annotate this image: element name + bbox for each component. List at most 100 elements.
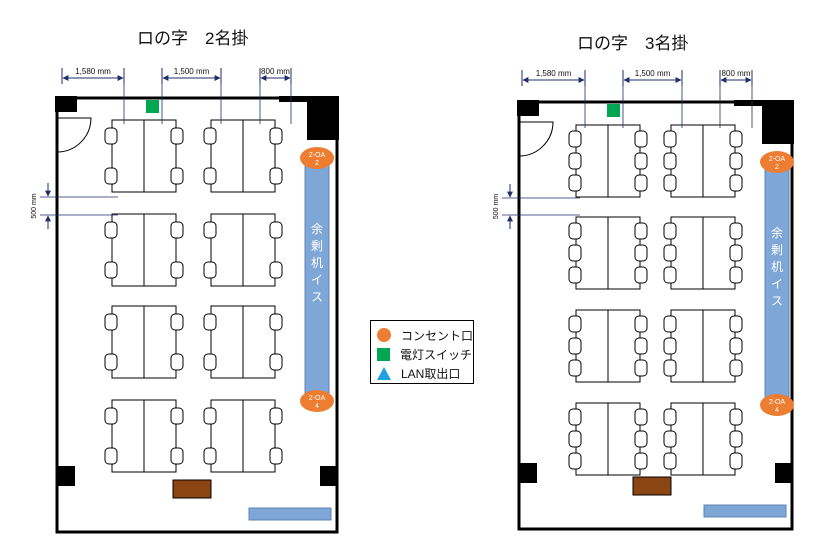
- plan-title-right: ロの字 3名掛: [577, 34, 689, 53]
- chair: [203, 167, 217, 185]
- chair: [568, 130, 582, 148]
- table-group: [104, 213, 184, 287]
- dimension-label: 500 mm: [493, 194, 500, 219]
- chair: [729, 266, 743, 284]
- outlet-marker: [760, 151, 794, 173]
- table-group: [568, 309, 648, 383]
- chair: [104, 261, 118, 279]
- chair: [729, 244, 743, 262]
- chair: [203, 127, 217, 145]
- chair: [663, 430, 677, 448]
- legend-item-outlet: コンセント口: [377, 326, 473, 344]
- chair: [269, 407, 283, 425]
- chair: [104, 447, 118, 465]
- chair: [203, 313, 217, 331]
- table-group: [568, 124, 648, 198]
- door-swing: [518, 121, 554, 157]
- dimension-label: 1,580 mm: [75, 67, 111, 76]
- column-block: [519, 463, 537, 483]
- circle-icon: [377, 328, 391, 342]
- legend-label-outlet: コンセント口: [401, 328, 474, 343]
- chair: [729, 337, 743, 355]
- dimension: 800 mm: [259, 67, 292, 84]
- chair: [568, 244, 582, 262]
- chair: [663, 452, 677, 470]
- chair: [634, 408, 648, 426]
- chair: [170, 167, 184, 185]
- chair: [634, 244, 648, 262]
- dimension-vertical: 500 mm: [493, 184, 580, 229]
- chair: [634, 130, 648, 148]
- chair: [104, 313, 118, 331]
- column-block: [775, 463, 792, 483]
- chair: [269, 167, 283, 185]
- chair: [663, 337, 677, 355]
- chair: [269, 447, 283, 465]
- dimension-label: 1,500 mm: [635, 69, 671, 78]
- chair: [269, 353, 283, 371]
- chair: [104, 407, 118, 425]
- outlet-label: 2: [775, 164, 779, 171]
- chair: [729, 408, 743, 426]
- triangle-icon: [377, 366, 391, 380]
- chair: [104, 353, 118, 371]
- chair: [568, 266, 582, 284]
- outlet-label: 2-OA: [309, 395, 326, 402]
- chair: [568, 430, 582, 448]
- column-block: [320, 466, 337, 486]
- dimension-vertical: 500 mm: [31, 183, 118, 229]
- chair: [729, 222, 743, 240]
- power-outlet: 2-OA4: [300, 390, 334, 412]
- chair: [663, 408, 677, 426]
- square-icon: [377, 347, 390, 361]
- chair: [663, 152, 677, 170]
- spare-desk-bottom: [703, 504, 787, 518]
- chair: [568, 408, 582, 426]
- chair: [634, 359, 648, 377]
- outlet-label: 2-OA: [769, 156, 786, 163]
- spare-desk: [764, 168, 790, 402]
- table-group: [568, 402, 648, 476]
- spare-label-char: 剰: [311, 239, 323, 253]
- podium: [172, 479, 212, 499]
- chair: [269, 313, 283, 331]
- chair: [203, 407, 217, 425]
- dimension: 1,500 mm: [622, 69, 683, 86]
- chair: [663, 244, 677, 262]
- plan-title-left: ロの字 2名掛: [137, 29, 249, 48]
- outlet-marker: [300, 390, 334, 412]
- chair: [104, 127, 118, 145]
- table-group: [203, 119, 283, 193]
- chair: [568, 315, 582, 333]
- spare-label-char: 机: [311, 256, 323, 270]
- chair: [104, 221, 118, 239]
- legend-item-lan: LAN取出口: [377, 364, 460, 382]
- chair: [729, 359, 743, 377]
- chair: [729, 130, 743, 148]
- chair: [634, 266, 648, 284]
- table-group: [663, 216, 743, 290]
- chair: [568, 222, 582, 240]
- dimension-label: 800 mm: [722, 69, 751, 78]
- outlet-marker: [300, 147, 334, 169]
- table-group: [104, 399, 184, 473]
- chair: [568, 152, 582, 170]
- table-group: [203, 399, 283, 473]
- chair: [729, 315, 743, 333]
- chair: [634, 152, 648, 170]
- table-group: [663, 309, 743, 383]
- table-group: [663, 124, 743, 198]
- outlet-label: 2-OA: [769, 399, 786, 406]
- chair: [729, 152, 743, 170]
- dimension: 800 mm: [719, 69, 753, 86]
- legend-item-switch: 電灯スイッチ: [377, 345, 472, 363]
- dimension: 1,580 mm: [61, 67, 125, 84]
- chair: [269, 221, 283, 239]
- chair: [203, 261, 217, 279]
- chair: [203, 353, 217, 371]
- table-group: [104, 119, 184, 193]
- chair: [170, 127, 184, 145]
- chair: [663, 130, 677, 148]
